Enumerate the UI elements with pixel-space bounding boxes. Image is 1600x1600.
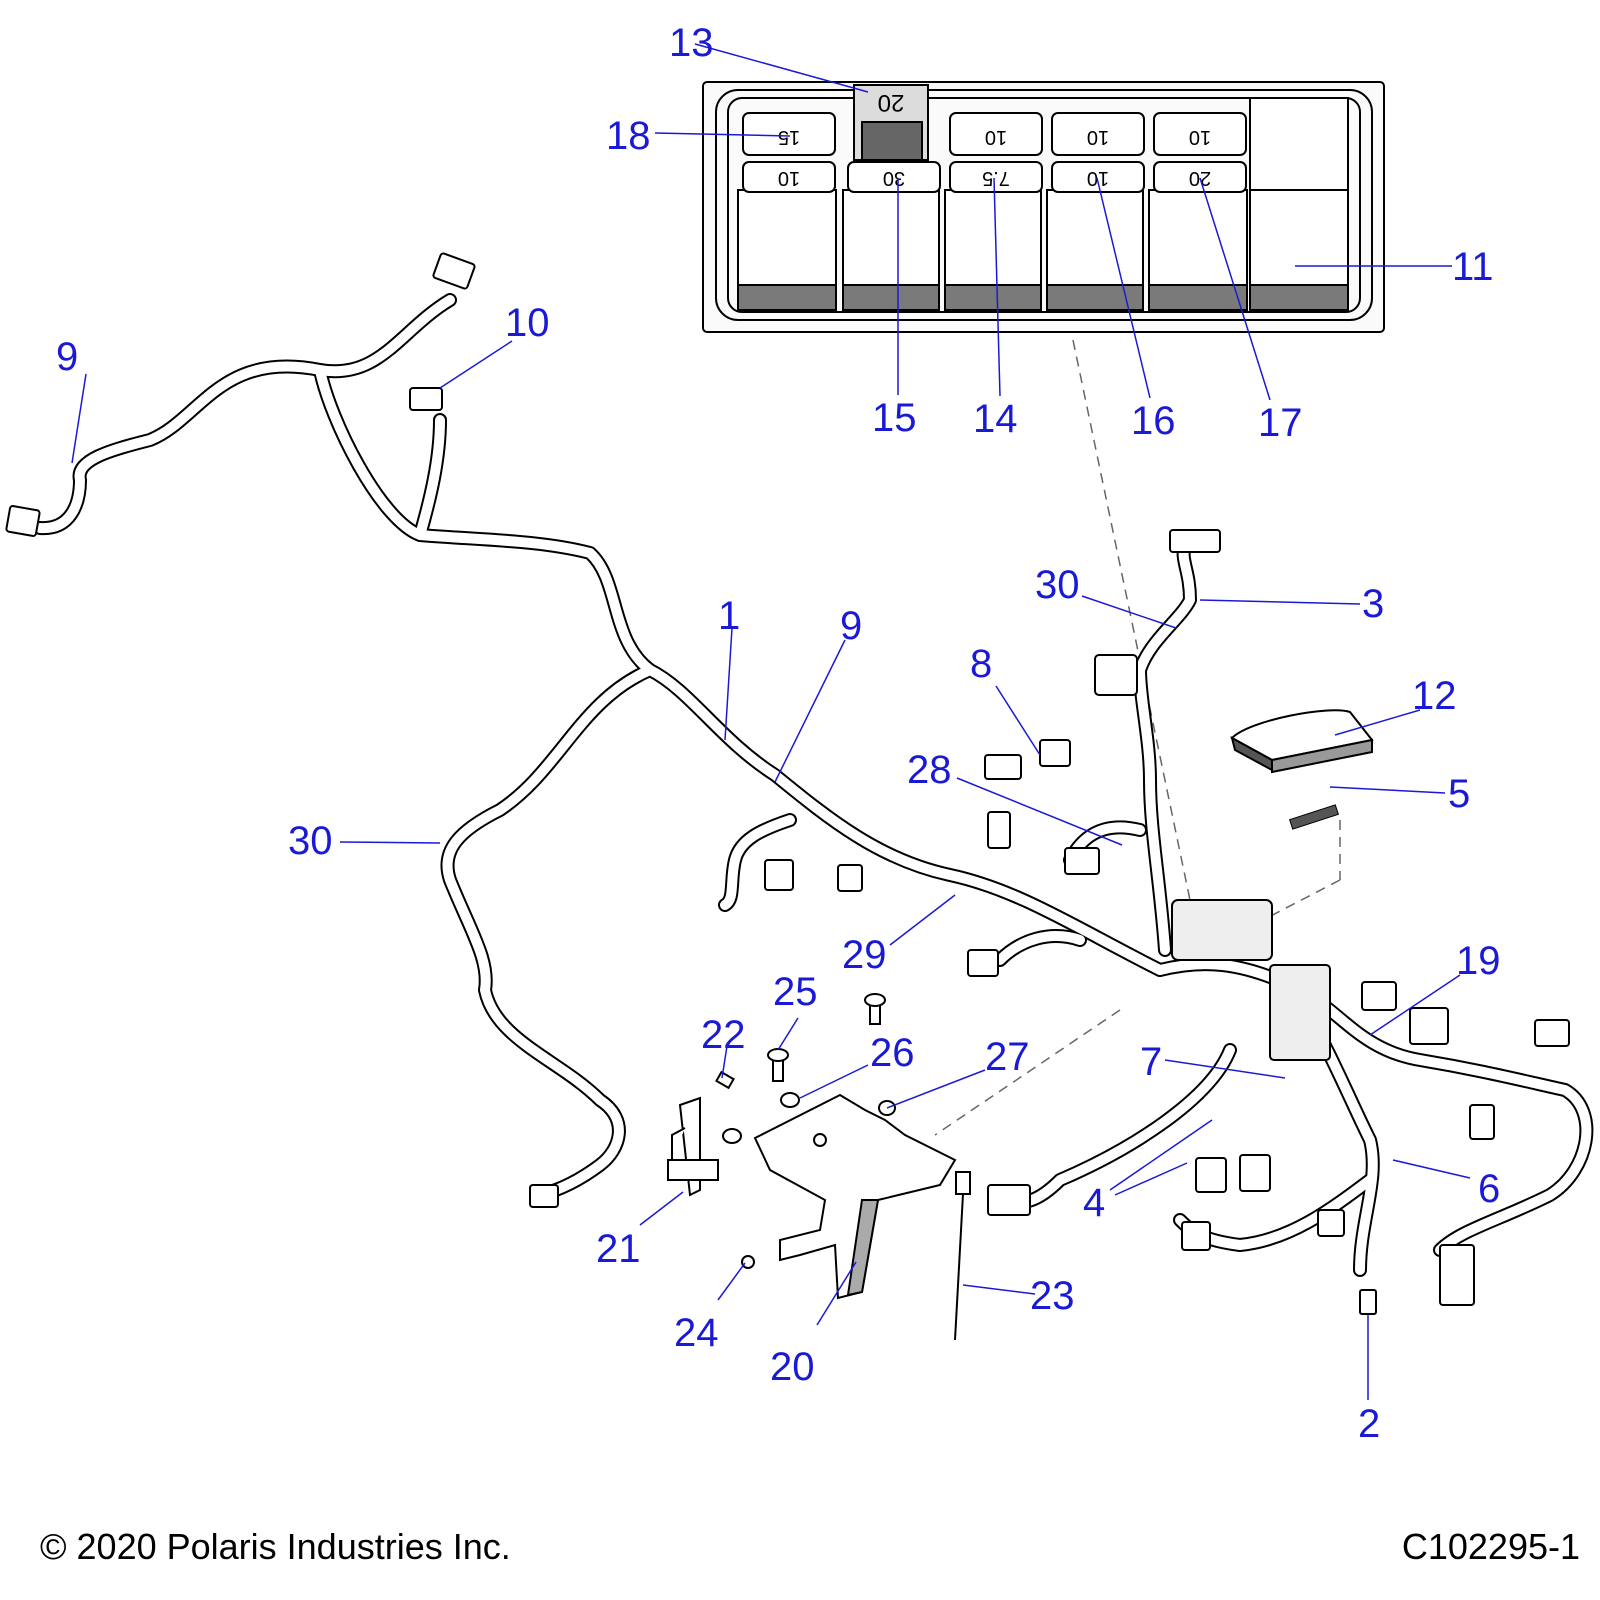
callout-12: 12 [1412, 674, 1457, 718]
callout-11: 11 [1452, 245, 1494, 289]
callout-7: 7 [1140, 1040, 1162, 1084]
fuse-label-top-4: 10 [1087, 126, 1109, 148]
callout-14: 14 [973, 397, 1018, 441]
fuse-box-inset [702, 81, 1385, 333]
callout-20: 20 [770, 1345, 815, 1389]
callout-25: 25 [773, 970, 818, 1014]
callout-19: 19 [1456, 939, 1501, 983]
cable-tie-23 [954, 1171, 971, 1341]
copyright-text: © 2020 Polaris Industries Inc. [40, 1526, 511, 1567]
fuse-label-bottom-1: 10 [778, 167, 800, 189]
module-12 [1230, 709, 1374, 774]
callout-23: 23 [1030, 1274, 1075, 1318]
callout-17: 17 [1258, 401, 1303, 445]
callout-22: 22 [701, 1013, 746, 1057]
callout-27: 27 [985, 1035, 1030, 1079]
fuse-label-top-3: 10 [985, 126, 1007, 148]
callout-30-left: 30 [288, 819, 333, 863]
harness-connectors [5, 252, 1570, 1315]
callout-2: 2 [1358, 1402, 1380, 1446]
fuse-labels: 15 20 10 10 10 10 30 7.5 10 20 [778, 89, 1211, 189]
callout-10: 10 [505, 301, 550, 345]
callout-24: 24 [674, 1311, 719, 1355]
callout-21: 21 [596, 1227, 641, 1271]
fuse-sockets-top [742, 112, 1247, 156]
relay-cells [737, 189, 1349, 311]
leader-lines [71, 43, 1471, 1400]
callout-9-center: 9 [840, 604, 862, 648]
callout-5: 5 [1448, 772, 1470, 816]
clamp-21 [667, 1096, 719, 1197]
callout-16: 16 [1131, 399, 1176, 443]
fuse-label-top-2: 20 [878, 89, 905, 116]
callout-8: 8 [970, 642, 992, 686]
callout-1: 1 [718, 594, 740, 638]
callout-28: 28 [907, 748, 952, 792]
fuse-label-top-1: 15 [778, 126, 800, 148]
callout-30-top: 30 [1035, 563, 1080, 607]
callout-29: 29 [842, 933, 887, 977]
fasteners [715, 993, 896, 1269]
strip-5 [1288, 804, 1340, 830]
figure-id: C102295-1 [1401, 1526, 1580, 1567]
fuse-label-bottom-4: 10 [1087, 167, 1109, 189]
fuse-sockets-bottom [742, 161, 1247, 193]
bracket-20 [753, 1093, 957, 1300]
fuse-label-bottom-2: 30 [883, 167, 905, 189]
callout-4: 4 [1083, 1181, 1105, 1225]
callout-13: 13 [669, 21, 714, 65]
callout-18: 18 [606, 114, 651, 158]
fuse-label-bottom-3: 7.5 [982, 167, 1010, 189]
callout-6: 6 [1478, 1167, 1500, 1211]
callout-9-left: 9 [56, 335, 78, 379]
callout-15: 15 [872, 396, 917, 440]
callout-3: 3 [1362, 582, 1384, 626]
callout-labels: 13 18 15 14 16 17 11 9 10 1 9 30 3 8 12 … [56, 21, 1501, 1446]
fuse-label-top-5: 10 [1189, 126, 1211, 148]
callout-26: 26 [870, 1031, 915, 1075]
